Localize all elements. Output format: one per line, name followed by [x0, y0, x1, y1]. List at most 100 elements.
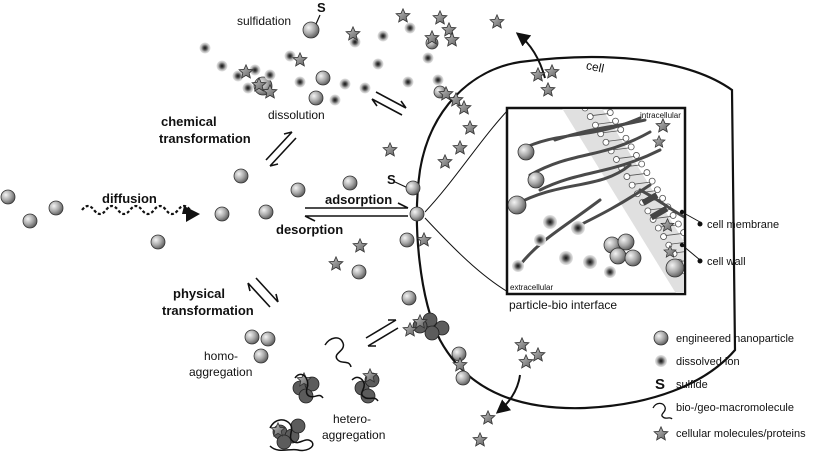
nanoparticle	[244, 329, 260, 345]
physical-transformation-label: transformation	[162, 303, 254, 318]
macromolecule-icon	[652, 402, 673, 420]
protein-star	[514, 337, 530, 352]
nanoparticle	[451, 346, 467, 362]
sulfide-mark-adsorption: S	[387, 172, 396, 187]
dissolved-ion	[232, 70, 244, 82]
nanoparticle	[399, 232, 415, 248]
physical-label: physical	[173, 286, 225, 301]
sulfide-icon: S	[655, 376, 665, 393]
chemical-transformation-label: transformation	[159, 131, 251, 146]
dissolved-ion	[377, 30, 389, 42]
star-protein-icon	[653, 426, 669, 441]
legend-label-macromolecule: bio-/geo-macromolecule	[676, 402, 794, 414]
protein-star	[416, 232, 432, 247]
protein-star	[432, 10, 448, 25]
protein-star	[328, 256, 344, 271]
aggregate-particle	[276, 434, 292, 450]
protein-star	[518, 354, 534, 369]
dissolved-ion	[216, 60, 228, 72]
dissolved-ion	[402, 76, 414, 88]
dissolved-ion	[404, 22, 416, 34]
protein-star	[395, 8, 411, 23]
chemical-label: chemical	[161, 114, 217, 129]
nanoparticle	[308, 90, 324, 106]
sulfide-mark-top: S	[317, 0, 326, 15]
dissolved-ion	[199, 42, 211, 54]
dissolved-ion	[249, 64, 261, 76]
nanoparticle	[260, 331, 276, 347]
aggregate-particle	[290, 418, 306, 434]
protein-star	[530, 347, 546, 362]
dissolved-ion	[339, 78, 351, 90]
dissolved-ion	[264, 69, 276, 81]
nanoparticle	[150, 234, 166, 250]
dissolved-ion	[242, 82, 254, 94]
protein-star	[452, 140, 468, 155]
protein-star	[441, 22, 457, 37]
adsorption-label: adsorption	[325, 192, 392, 207]
particle-bio-interface-label: particle-bio interface	[509, 298, 617, 312]
aggregate-particle	[424, 325, 440, 341]
protein-star	[472, 432, 488, 447]
protein-star	[448, 92, 464, 107]
nanoparticle	[22, 213, 38, 229]
legend-label-ion: dissolved ion	[676, 356, 740, 368]
equilibrium-arrows	[247, 91, 409, 347]
nanoparticle	[342, 175, 358, 191]
dissolved-ion	[359, 82, 371, 94]
desorption-label: desorption	[276, 222, 343, 237]
legend-label-sulfide: sulfide	[676, 379, 708, 391]
protein-star	[382, 142, 398, 157]
cell-membrane-label: cell membrane	[707, 219, 779, 231]
nanoparticle	[315, 70, 331, 86]
extracellular-label: extracellular	[510, 283, 553, 292]
dissolved-ion	[349, 36, 361, 48]
dissolved-ion	[432, 74, 444, 86]
legend: engineered nanoparticle dissolved ion S …	[652, 330, 806, 441]
nanoparticle	[233, 168, 249, 184]
macromolecules	[269, 337, 379, 452]
nanoparticle	[302, 21, 320, 39]
nanoparticle	[48, 200, 64, 216]
protein-star	[437, 154, 453, 169]
homo-aggregation-label-1: homo-	[204, 349, 238, 363]
nanoparticle	[214, 206, 230, 222]
hetero-aggregation-label-1: hetero-	[333, 412, 371, 426]
nanoparticle	[0, 189, 16, 205]
cell-wall-label: cell wall	[707, 256, 746, 268]
interface-ions	[512, 215, 616, 278]
diffusion-label: diffusion	[102, 191, 157, 206]
nanoparticle	[455, 370, 471, 386]
intracellular-label: intracellular	[640, 111, 681, 120]
nanoparticle	[253, 348, 269, 364]
zoom-line-upper	[424, 109, 509, 213]
nanoparticle	[409, 206, 425, 222]
engineered-nanoparticles	[0, 21, 471, 450]
nanoparticle	[290, 182, 306, 198]
dissolved-ion	[372, 58, 384, 70]
protein-star	[489, 14, 505, 29]
nanoparticle	[401, 290, 417, 306]
homo-aggregation-label-2: aggregation	[189, 365, 252, 379]
dissolved-ion	[294, 76, 306, 88]
nanoparticle	[405, 180, 421, 196]
arrow-out-top	[515, 32, 546, 79]
dissolved-ion	[329, 94, 341, 106]
protein-star	[540, 82, 556, 97]
nanoparticle	[351, 264, 367, 280]
nanoparticle-icon	[653, 330, 669, 346]
interface-particles	[508, 143, 684, 278]
hetero-aggregation-label-2: aggregation	[322, 428, 385, 442]
particle-bio-interface-box: intracellular extracellular	[505, 106, 687, 296]
protein-star	[462, 120, 478, 135]
dissolved-ion	[284, 50, 296, 62]
zoom-line-lower	[424, 217, 509, 293]
dissolved-ion-icon	[655, 355, 667, 367]
dissolved-ion	[422, 52, 434, 64]
cell-outline	[415, 55, 737, 410]
arrow-out-bottom	[495, 374, 521, 414]
protein-star	[544, 64, 560, 79]
legend-label-proteins: cellular molecules/proteins	[676, 428, 806, 440]
diffusion-arrow	[81, 204, 191, 216]
